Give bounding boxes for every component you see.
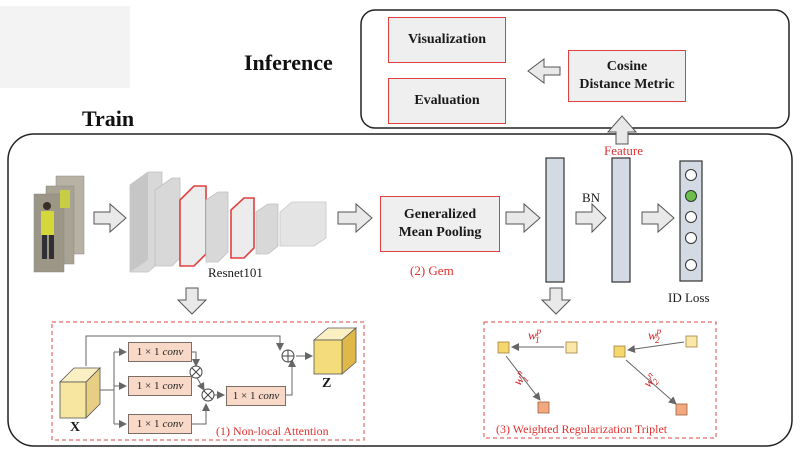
inference-title: Inference — [244, 50, 333, 75]
input-cube-x — [59, 367, 101, 419]
backbone-label: Resnet101 — [208, 265, 263, 280]
nonlocal-connections — [85, 335, 313, 428]
nonlocal-panel — [51, 321, 365, 441]
triplet-panel — [483, 321, 717, 439]
gem-pooling-box: Generalized Mean Pooling — [380, 196, 500, 252]
logo-placeholder — [0, 6, 130, 88]
output-cube-z — [312, 327, 358, 375]
cosine-label-line1: Cosine — [606, 59, 648, 74]
visualization-box: Visualization — [388, 17, 506, 63]
feature-bar-pooled — [545, 157, 565, 283]
operator-glyphs — [191, 350, 294, 400]
gem-caption: (2) Gem — [410, 263, 454, 278]
triplet-graph-2 — [613, 335, 698, 416]
id-loss-label: ID Loss — [668, 290, 710, 305]
w1p-label: wp1 — [528, 326, 542, 345]
evaluation-box: Evaluation — [388, 78, 506, 124]
triplet-graph-1 — [497, 341, 578, 414]
output-z-label: Z — [322, 376, 332, 391]
feature-label: Feature — [604, 143, 643, 158]
feature-bar-bn — [611, 157, 631, 283]
pool-label-line1: Generalized — [403, 207, 477, 222]
bn-label: BN — [582, 190, 601, 205]
cosine-label-line2: Distance Metric — [579, 77, 675, 92]
evaluation-label: Evaluation — [414, 93, 480, 108]
person-image-stack — [33, 175, 85, 273]
cosine-metric-box: Cosine Distance Metric — [568, 50, 686, 102]
train-panel — [7, 133, 793, 447]
block-arrows — [93, 58, 675, 315]
nonlocal-caption: (1) Non-local Attention — [216, 424, 329, 438]
visualization-label: Visualization — [407, 32, 487, 47]
train-title: Train — [82, 106, 135, 131]
id-loss-classifier — [679, 160, 703, 282]
triplet-caption: (3) Weighted Regularization Triplet — [496, 422, 668, 436]
w2p-label: wp2 — [648, 326, 662, 345]
resnet-backbone — [129, 171, 327, 273]
input-x-label: X — [70, 420, 81, 435]
pool-label-line2: Mean Pooling — [398, 225, 482, 240]
inference-panel — [360, 9, 790, 129]
